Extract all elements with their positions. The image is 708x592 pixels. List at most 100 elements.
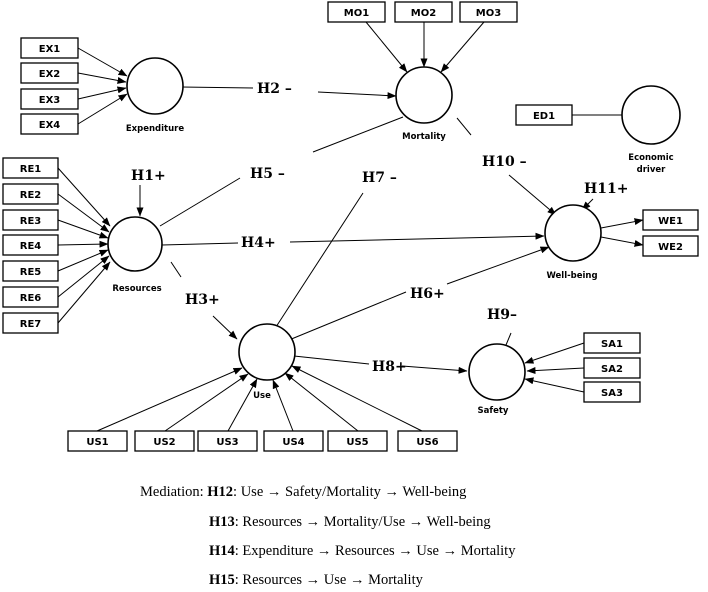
indicator-label-mo1: MO1 — [344, 8, 369, 19]
mediation-h13-label: H13 — [209, 514, 235, 530]
arrow-us5 — [284, 372, 359, 432]
path-h9 — [505, 332, 512, 346]
hypothesis-label-h3: H3+ — [185, 292, 220, 308]
hypothesis-labels: H2 – H1+ H5 – H7 – H10 – H11+ H4+ H6+ H3… — [131, 81, 628, 375]
construct-label-resources: Resources — [112, 284, 161, 294]
indicator-label-re5: RE5 — [20, 267, 42, 278]
construct-economic-driver — [621, 85, 681, 145]
indicator-box-ex3 — [20, 88, 79, 110]
mediation-h15-label: H15 — [209, 572, 235, 588]
construct-label-economic-driver-line2: driver — [637, 165, 666, 175]
construct-resources — [107, 216, 163, 272]
indicator-box-re3 — [2, 209, 59, 231]
indicator-box-us5 — [327, 430, 388, 452]
indicator-label-us5: US5 — [346, 437, 368, 448]
construct-mortality — [395, 66, 453, 124]
measurement-arrows — [57, 21, 644, 432]
indicator-box-re4 — [2, 234, 59, 256]
indicator-label-re1: RE1 — [20, 164, 42, 175]
arrow-re6 — [57, 255, 110, 298]
hypothesis-label-h10: H10 – — [482, 154, 527, 170]
hypothesis-label-h8: H8+ — [372, 359, 407, 375]
indicator-box-mo2 — [394, 1, 453, 23]
indicator-box-ex2 — [20, 62, 79, 84]
arrow-us6 — [291, 365, 423, 432]
construct-well-being — [544, 204, 602, 262]
arrow-re1 — [57, 167, 111, 227]
arrow-us3 — [227, 378, 258, 432]
hypothesis-label-h2: H2 – — [257, 81, 292, 97]
indicator-label-sa1: SA1 — [601, 339, 623, 350]
hypothesis-label-h11: H11+ — [584, 181, 628, 197]
construct-use — [238, 323, 296, 381]
indicator-box-we2 — [642, 235, 699, 257]
path-h2-a — [180, 86, 254, 89]
construct-label-use: Use — [253, 391, 271, 401]
indicator-box-re7 — [2, 312, 59, 334]
indicator-label-us2: US2 — [153, 437, 175, 448]
arrow-re3 — [57, 219, 109, 239]
path-h5-a — [159, 177, 241, 227]
arrow-re7 — [57, 261, 111, 324]
indicator-label-re4: RE4 — [20, 241, 42, 252]
indicator-label-we2: WE2 — [658, 242, 683, 253]
hypothesis-label-h1: H1+ — [131, 168, 166, 184]
hypothesis-label-h6: H6+ — [410, 286, 445, 302]
path-mortality-tick — [456, 117, 472, 136]
path-h8-b — [401, 365, 468, 374]
mediation-h15-text: : Resources → Use → Mortality — [234, 572, 423, 588]
indicator-label-re3: RE3 — [20, 216, 42, 227]
path-h8-a — [293, 355, 370, 365]
indicator-label-we1: WE1 — [658, 216, 683, 227]
indicator-label-us1: US1 — [86, 437, 108, 448]
arrow-ex4 — [77, 93, 128, 125]
indicator-box-re5 — [2, 260, 59, 282]
path-h3 — [212, 315, 238, 340]
mediation-h13-text: : Resources → Mortality/Use → Well-being — [234, 514, 491, 530]
mediation-line-h13: H13: Resources → Mortality/Use → Well-be… — [209, 514, 491, 531]
arrow-ex1 — [77, 47, 128, 77]
path-h4-b — [289, 232, 545, 243]
indicator-label-re6: RE6 — [20, 293, 42, 304]
path-h4-a — [161, 242, 239, 246]
path-resources-tick — [170, 261, 182, 278]
path-h6-a — [288, 291, 407, 341]
path-h10 — [508, 174, 557, 216]
arrow-sa2 — [526, 367, 585, 375]
path-h7 — [273, 192, 364, 331]
indicator-box-ex1 — [20, 37, 79, 59]
hypothesis-label-h7: H7 – — [362, 170, 397, 186]
indicator-box-ed1 — [515, 104, 573, 126]
indicator-label-us3: US3 — [216, 437, 238, 448]
indicator-label-sa3: SA3 — [601, 388, 623, 399]
indicator-label-ex4: EX4 — [39, 120, 61, 131]
arrow-sa1 — [524, 342, 585, 364]
mediation-prefix: Mediation: — [140, 484, 208, 500]
path-h5-b — [312, 116, 404, 153]
arrow-mo1 — [365, 21, 408, 73]
path-h6-b — [446, 246, 550, 285]
indicator-label-mo3: MO3 — [476, 8, 501, 19]
mediation-line-h14: H14: Expenditure → Resources → Use → Mor… — [209, 543, 515, 560]
indicator-box-us2 — [134, 430, 195, 452]
indicator-box-we1 — [642, 209, 699, 231]
construct-label-mortality: Mortality — [402, 132, 446, 142]
mediation-h12-label: H12 — [207, 484, 234, 500]
construct-label-economic-driver-line1: Economic — [628, 153, 673, 163]
construct-expenditure — [126, 57, 184, 115]
arrow-us1 — [96, 367, 243, 432]
arrow-ex3 — [77, 86, 127, 100]
arrow-re4 — [57, 240, 109, 248]
indicator-box-us4 — [263, 430, 324, 452]
indicator-box-us3 — [197, 430, 258, 452]
construct-label-expenditure: Expenditure — [126, 124, 184, 134]
indicator-label-re2: RE2 — [20, 190, 42, 201]
arrow-re2 — [57, 193, 110, 233]
hypothesis-label-h4: H4+ — [241, 235, 276, 251]
arrow-re5 — [57, 249, 109, 272]
mediation-h14-text: : Expenditure → Resources → Use → Mortal… — [234, 543, 516, 559]
mediation-line-h15: H15: Resources → Use → Mortality — [209, 572, 423, 589]
arrow-ex2 — [77, 72, 127, 84]
hypothesis-label-h5: H5 – — [250, 166, 285, 182]
